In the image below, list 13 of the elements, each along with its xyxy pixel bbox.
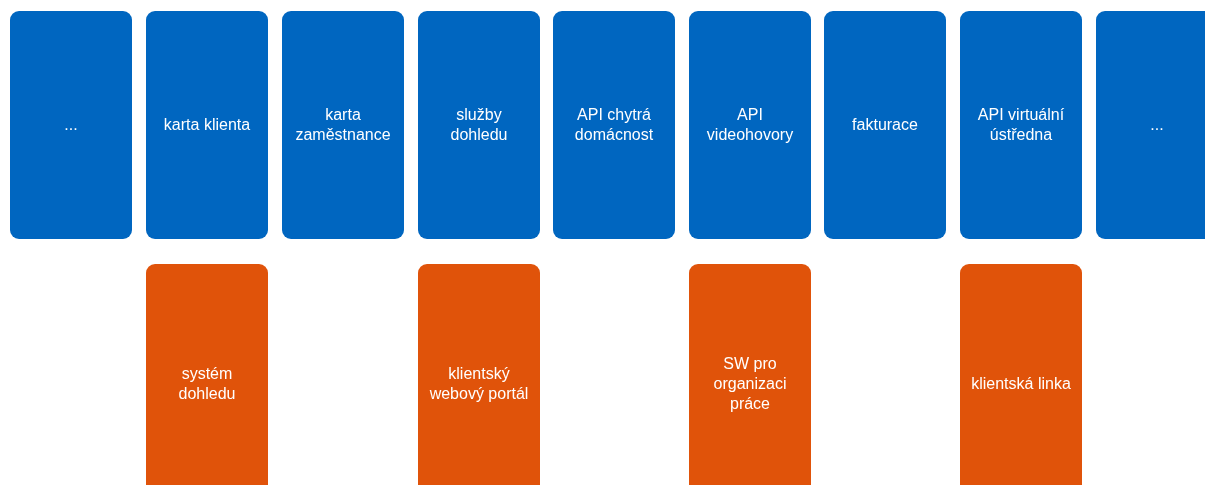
- process-box: ...: [1096, 11, 1205, 239]
- process-box: SW pro organizaci práce: [689, 264, 811, 485]
- process-box: systém dohledu: [146, 264, 268, 485]
- process-box: služby dohledu: [418, 11, 540, 239]
- process-box: karta klienta: [146, 11, 268, 239]
- process-box: API virtuální ústředna: [960, 11, 1082, 239]
- process-box: fakturace: [824, 11, 946, 239]
- process-box: karta zaměstnance: [282, 11, 404, 239]
- process-box: API chytrá domácnost: [553, 11, 675, 239]
- process-box: klientská linka: [960, 264, 1082, 485]
- process-box: API videohovory: [689, 11, 811, 239]
- process-box: klientský webový portál: [418, 264, 540, 485]
- process-box: ...: [10, 11, 132, 239]
